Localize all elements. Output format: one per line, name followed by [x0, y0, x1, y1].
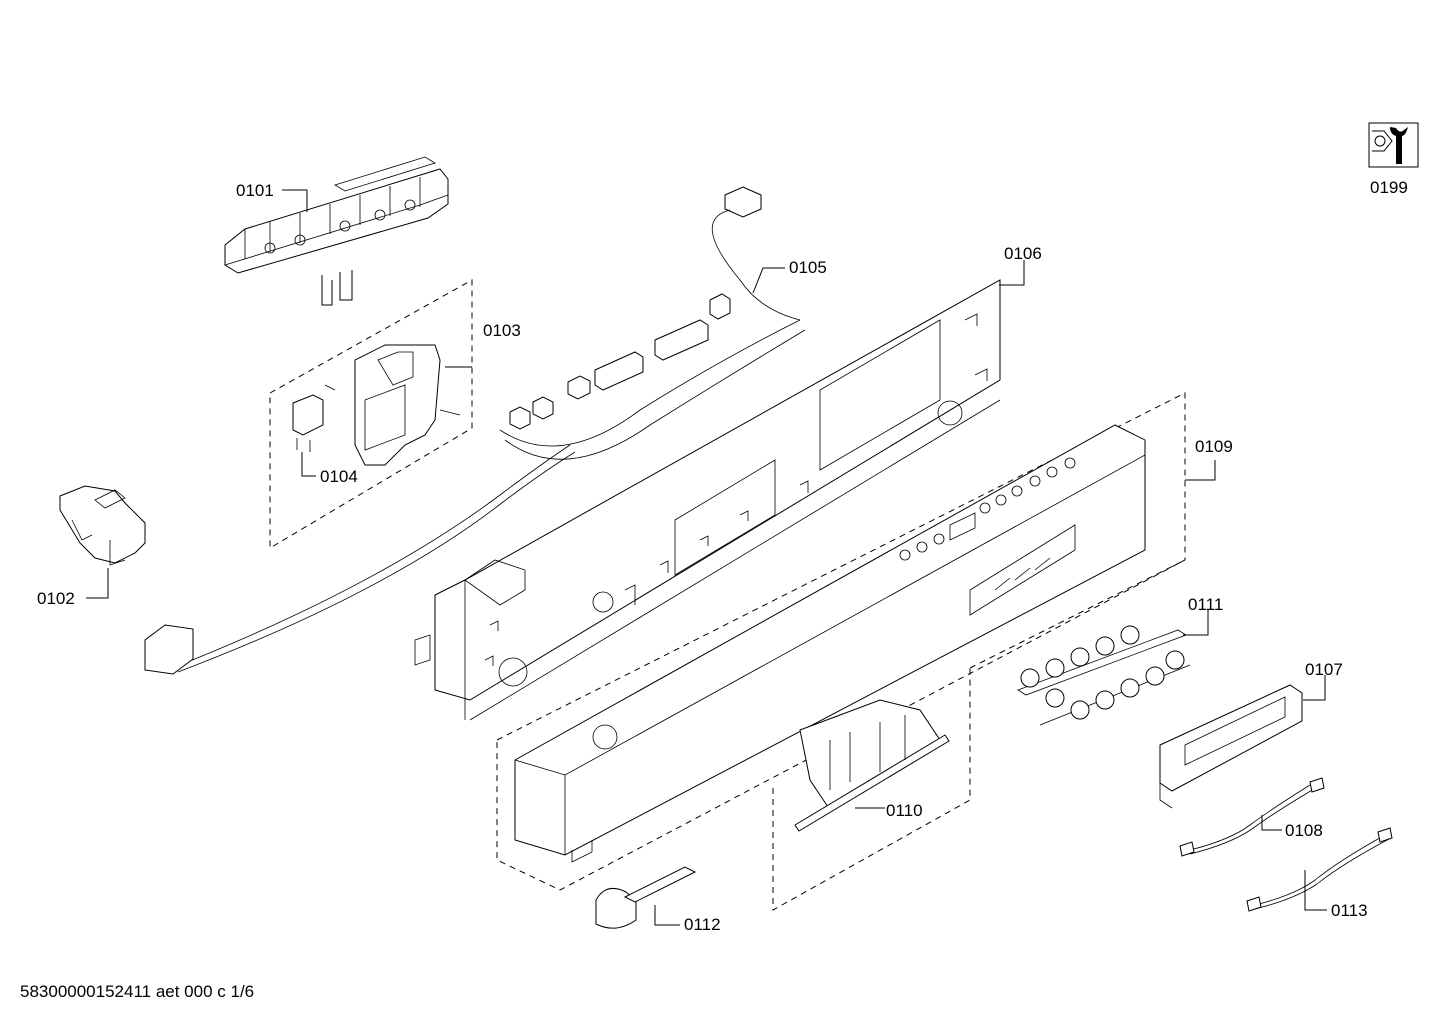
- group-0103-outline: [269, 279, 473, 549]
- part-label-0103[interactable]: 0103: [483, 321, 521, 340]
- part-label-0112[interactable]: 0112: [684, 915, 721, 934]
- part-label-0108[interactable]: 0108: [1285, 821, 1323, 840]
- group-0110-outline: [772, 668, 971, 911]
- part-0102-bracket: [59, 485, 146, 566]
- part-label-0105[interactable]: 0105: [789, 258, 827, 277]
- part-label-0107[interactable]: 0107: [1305, 660, 1343, 679]
- document-code: 58300000152411 aet 000 c 1/6: [20, 982, 254, 1001]
- part-0112-light-guide: [595, 866, 697, 929]
- part-label-0109[interactable]: 0109: [1195, 437, 1233, 456]
- part-label-0110[interactable]: 0110: [886, 801, 923, 820]
- part-label-0101[interactable]: 0101: [236, 181, 274, 200]
- part-label-0106[interactable]: 0106: [1004, 244, 1042, 263]
- part-0110-handle: [794, 699, 950, 832]
- part-0109-fascia-panel: [514, 424, 1146, 863]
- part-label-0104[interactable]: 0104: [320, 467, 358, 486]
- part-0107-display-module: [1159, 684, 1303, 809]
- part-label-0113[interactable]: 0113: [1331, 901, 1368, 920]
- wrench-nut-icon: [1368, 122, 1419, 168]
- part-0113-cable: [1246, 827, 1393, 912]
- part-0108-cable: [1179, 777, 1325, 857]
- group-0111-outline: [969, 559, 1186, 669]
- part-0101-module: [224, 156, 449, 306]
- part-label-0111[interactable]: 0111: [1188, 595, 1223, 614]
- part-0105-wire-harness: [144, 186, 806, 675]
- part-0106-frame: [414, 279, 1001, 721]
- part-label-0199[interactable]: 0199: [1370, 178, 1408, 197]
- part-0111-button-set: [1017, 625, 1191, 726]
- part-0103-motor-switch: [324, 344, 461, 466]
- part-0104-suppressor: [292, 394, 324, 452]
- part-label-0102[interactable]: 0102: [37, 589, 75, 608]
